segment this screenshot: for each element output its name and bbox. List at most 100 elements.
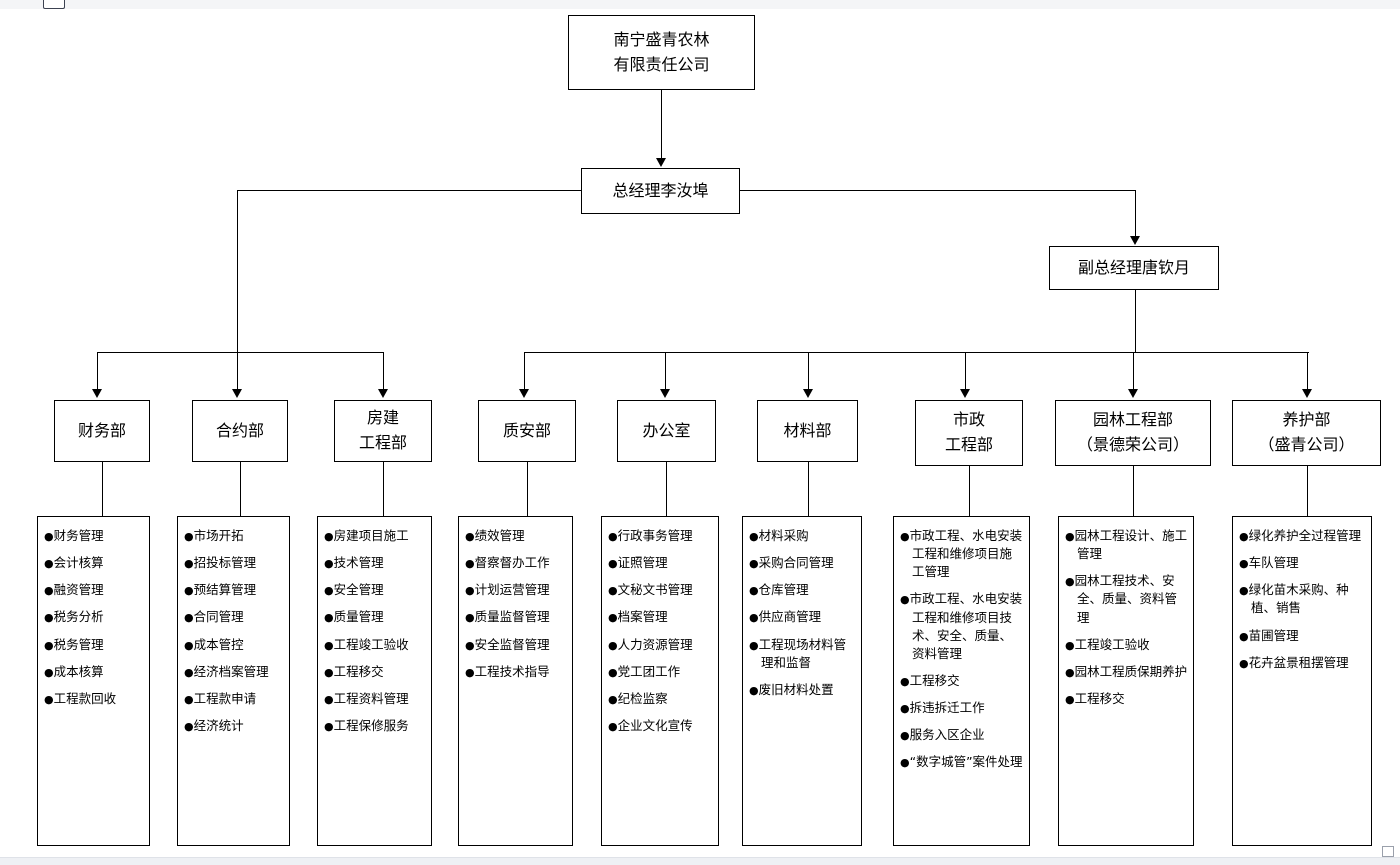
node-deputy-general-manager[interactable]: 副总经理唐钦月 <box>1049 246 1219 290</box>
list-item[interactable]: ●工程移交 <box>900 672 1024 690</box>
list-item[interactable]: ●园林工程技术、安全、质量、资料管理 <box>1065 572 1188 626</box>
list-item[interactable]: ●花卉盆景租摆管理 <box>1239 654 1366 672</box>
list-item[interactable]: ●工程竣工验收 <box>1065 636 1188 654</box>
list-item[interactable]: ●市场开拓 <box>184 527 284 545</box>
list-item[interactable]: ●招投标管理 <box>184 554 284 572</box>
list-item[interactable]: ●预结算管理 <box>184 581 284 599</box>
list-item[interactable]: ●质量监督管理 <box>465 608 567 626</box>
detail-items-materials: ●材料采购 ●采购合同管理 ●仓库管理 ●供应商管理 ●工程现场材料管理和监督 … <box>749 527 856 699</box>
list-item[interactable]: ●经济统计 <box>184 717 284 735</box>
bullet-icon: ● <box>608 719 618 733</box>
list-item[interactable]: ●督察督办工作 <box>465 554 567 572</box>
node-company-line-2: 有限责任公司 <box>613 54 710 74</box>
list-item[interactable]: ●税务管理 <box>44 636 144 654</box>
list-item[interactable]: ●工程竣工验收 <box>324 636 426 654</box>
resize-grip-icon[interactable] <box>1382 846 1394 857</box>
bullet-icon: ● <box>44 692 54 706</box>
detail-list-maintenance: ●绿化养护全过程管理 ●车队管理 ●绿化苗木采购、种植、销售 ●苗圃管理 ●花卉… <box>1232 516 1372 846</box>
list-item[interactable]: ●工程保修服务 <box>324 717 426 735</box>
detail-items-landscape-engineering: ●园林工程设计、施工管理 ●园林工程技术、安全、质量、资料管理 ●工程竣工验收 … <box>1065 527 1188 708</box>
arrow-to-building-engineering <box>378 389 388 398</box>
connector-drop-materials <box>808 352 809 390</box>
list-item[interactable]: ●工程技术指导 <box>465 663 567 681</box>
connector-gm-left-drop <box>237 190 238 352</box>
list-item[interactable]: ●材料采购 <box>749 527 856 545</box>
list-item[interactable]: ●财务管理 <box>44 527 144 545</box>
list-item[interactable]: ●房建项目施工 <box>324 527 426 545</box>
list-item[interactable]: ●税务分析 <box>44 608 144 626</box>
list-item[interactable]: ●成本管控 <box>184 636 284 654</box>
detail-list-finance: ●财务管理 ●会计核算 ●融资管理 ●税务分析 ●税务管理 ●成本核算 ●工程款… <box>37 516 150 846</box>
list-item[interactable]: ●工程移交 <box>324 663 426 681</box>
node-dept-materials[interactable]: 材料部 <box>757 400 858 462</box>
list-item[interactable]: ●市政工程、水电安装工程和维修项目技术、安全、质量、资料管理 <box>900 590 1024 663</box>
node-general-manager[interactable]: 总经理李汝埠 <box>581 168 740 214</box>
list-item[interactable]: ●拆违拆迁工作 <box>900 699 1024 717</box>
list-item-label: 工程款回收 <box>53 690 117 706</box>
node-dept-landscape-engineering[interactable]: 园林工程部 （景德荣公司） <box>1055 400 1211 466</box>
list-item[interactable]: ●工程资料管理 <box>324 690 426 708</box>
connector-drop-maintenance <box>1307 352 1308 390</box>
bus-left <box>97 352 384 353</box>
list-item[interactable]: ●工程款申请 <box>184 690 284 708</box>
list-item[interactable]: ●工程款回收 <box>44 690 144 708</box>
bullet-icon: ● <box>44 584 54 598</box>
list-item[interactable]: ●技术管理 <box>324 554 426 572</box>
window-tab-handle[interactable] <box>43 0 65 9</box>
node-dept-contract[interactable]: 合约部 <box>192 400 288 462</box>
list-item[interactable]: ●合同管理 <box>184 608 284 626</box>
list-item[interactable]: ●质量管理 <box>324 608 426 626</box>
list-item[interactable]: ●绩效管理 <box>465 527 567 545</box>
list-item[interactable]: ●苗圃管理 <box>1239 627 1366 645</box>
list-item[interactable]: ●文秘文书管理 <box>608 581 713 599</box>
bullet-icon: ● <box>44 557 54 571</box>
node-dept-building-engineering[interactable]: 房建 工程部 <box>334 400 432 462</box>
list-item[interactable]: ●人力资源管理 <box>608 636 713 654</box>
detail-list-materials: ●材料采购 ●采购合同管理 ●仓库管理 ●供应商管理 ●工程现场材料管理和监督 … <box>742 516 862 846</box>
list-item[interactable]: ●行政事务管理 <box>608 527 713 545</box>
bullet-icon: ● <box>900 702 910 715</box>
list-item[interactable]: ●成本核算 <box>44 663 144 681</box>
bullet-icon: ● <box>608 584 618 598</box>
list-item[interactable]: ●绿化苗木采购、种植、销售 <box>1239 581 1366 617</box>
list-item[interactable]: ●证照管理 <box>608 554 713 572</box>
list-item-label: 工程资料管理 <box>333 690 409 706</box>
list-item[interactable]: ●绿化养护全过程管理 <box>1239 527 1366 545</box>
node-dept-office[interactable]: 办公室 <box>617 400 716 462</box>
list-item[interactable]: ●供应商管理 <box>749 608 856 626</box>
list-item[interactable]: ●工程移交 <box>1065 690 1188 708</box>
list-item[interactable]: ●“数字城管”案件处理 <box>900 753 1024 771</box>
bullet-icon: ● <box>465 584 475 598</box>
list-item[interactable]: ●安全管理 <box>324 581 426 599</box>
node-dept-finance[interactable]: 财务部 <box>54 400 150 462</box>
list-item-label: 工程移交 <box>909 672 960 688</box>
node-dept-maintenance[interactable]: 养护部 （盛青公司） <box>1232 400 1381 466</box>
list-item[interactable]: ●党工团工作 <box>608 663 713 681</box>
node-dept-quality-safety[interactable]: 质安部 <box>478 400 576 462</box>
list-item[interactable]: ●仓库管理 <box>749 581 856 599</box>
list-item[interactable]: ●纪检监察 <box>608 690 713 708</box>
list-item[interactable]: ●车队管理 <box>1239 554 1366 572</box>
bullet-icon: ● <box>44 530 54 543</box>
list-item[interactable]: ●安全监督管理 <box>465 636 567 654</box>
list-item-label: 工程现场材料管理和监督 <box>758 636 847 670</box>
list-item[interactable]: ●市政工程、水电安装工程和维修项目施工管理 <box>900 527 1024 581</box>
list-item[interactable]: ●园林工程设计、施工管理 <box>1065 527 1188 563</box>
bullet-icon: ● <box>749 683 759 697</box>
list-item[interactable]: ●档案管理 <box>608 608 713 626</box>
node-dept-municipal-engineering[interactable]: 市政 工程部 <box>915 400 1023 466</box>
node-company[interactable]: 南宁盛青农林 有限责任公司 <box>568 15 755 90</box>
list-item[interactable]: ●企业文化宣传 <box>608 717 713 735</box>
list-item[interactable]: ●采购合同管理 <box>749 554 856 572</box>
node-dept-quality-safety-line-1: 质安部 <box>502 420 551 440</box>
detail-items-contract: ●市场开拓 ●招投标管理 ●预结算管理 ●合同管理 ●成本管控 ●经济档案管理 … <box>184 527 284 735</box>
list-item[interactable]: ●融资管理 <box>44 581 144 599</box>
list-item[interactable]: ●计划运营管理 <box>465 581 567 599</box>
list-item[interactable]: ●工程现场材料管理和监督 <box>749 636 856 672</box>
list-item[interactable]: ●经济档案管理 <box>184 663 284 681</box>
list-item[interactable]: ●园林工程质保期养护 <box>1065 663 1188 681</box>
connector-drop-municipal-engineering <box>965 352 966 390</box>
list-item[interactable]: ●会计核算 <box>44 554 144 572</box>
list-item[interactable]: ●废旧材料处置 <box>749 681 856 699</box>
list-item[interactable]: ●服务入区企业 <box>900 726 1024 744</box>
